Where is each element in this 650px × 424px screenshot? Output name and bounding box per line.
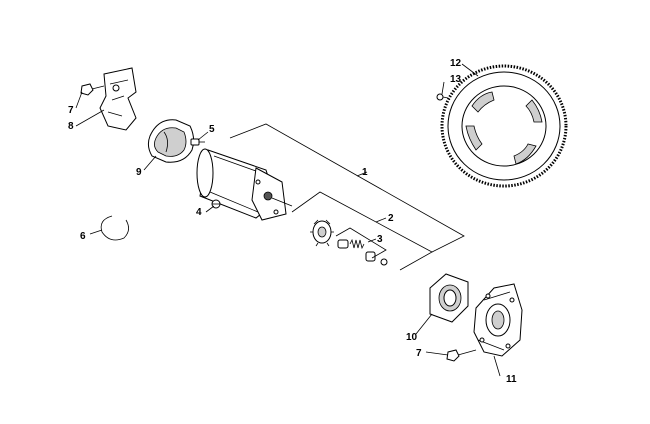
starter-drive-pinion <box>310 219 334 247</box>
callout-5: 5 <box>209 124 215 135</box>
housing-bolt <box>446 349 477 362</box>
snap-ring <box>100 215 129 241</box>
callout-4: 4 <box>196 207 202 218</box>
assembly-bracket-lines <box>229 123 465 271</box>
callout-12: 12 <box>450 58 462 69</box>
bracket-bolt <box>80 83 105 96</box>
callout-7b: 7 <box>416 348 422 359</box>
callout-7a: 7 <box>68 105 74 116</box>
callout-6: 6 <box>80 231 86 242</box>
starter-mount-cushion <box>147 119 195 163</box>
callout-10: 10 <box>406 332 418 343</box>
mount-screw <box>190 138 205 146</box>
ring-gear <box>440 64 568 188</box>
callout-11: 11 <box>506 374 517 385</box>
callout-13: 13 <box>450 74 462 85</box>
starter-motor <box>196 148 293 221</box>
callout-3: 3 <box>377 234 383 245</box>
callout-2: 2 <box>388 213 394 224</box>
callout-8: 8 <box>68 121 74 132</box>
callout-9: 9 <box>136 167 142 178</box>
leader-lines <box>75 63 501 377</box>
callouts: 1 2 3 4 5 6 7 8 9 10 7 11 12 13 <box>68 58 517 385</box>
ring-gear-rivet <box>436 93 449 101</box>
callout-1: 1 <box>362 167 368 178</box>
starter-bracket <box>99 67 137 131</box>
adapter-plate <box>429 273 469 323</box>
starter-housing <box>473 283 523 357</box>
drive-kit-parts <box>337 238 388 266</box>
